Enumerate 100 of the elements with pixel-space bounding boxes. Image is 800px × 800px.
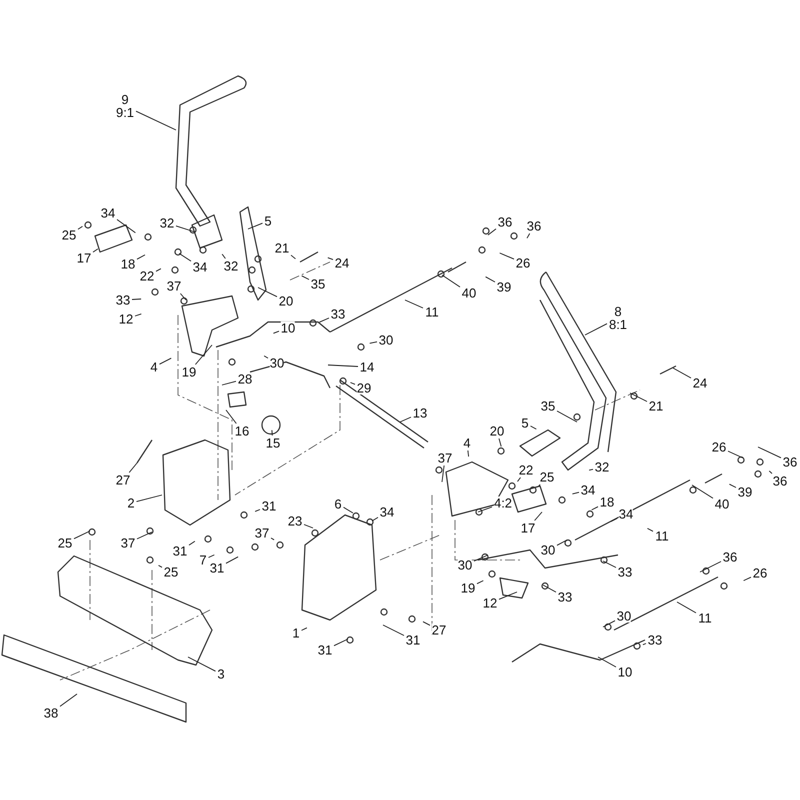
- callout-number: 32: [160, 216, 174, 230]
- leader-line: [222, 254, 226, 259]
- callout-number: 5: [521, 416, 529, 430]
- callout-number: 7: [199, 554, 207, 566]
- callout-number: 34: [580, 484, 596, 496]
- callout-number: 36: [526, 220, 542, 232]
- leader-line: [743, 576, 752, 582]
- callout-number: 35: [540, 400, 556, 412]
- leader-line: [474, 554, 488, 562]
- callout-number: 37: [120, 536, 136, 550]
- callout-number: 10: [618, 666, 632, 678]
- leader-line: [258, 287, 278, 298]
- callout-number: 1: [292, 626, 300, 640]
- callout-number: 14: [360, 360, 374, 374]
- leader-line: [758, 446, 782, 458]
- leader-line: [768, 470, 772, 474]
- callout-number: 8 8:1: [608, 305, 628, 331]
- callout-number: 38: [44, 706, 58, 720]
- leader-line: [178, 252, 192, 262]
- leader-line: [176, 225, 196, 232]
- callout-number: 37: [166, 280, 182, 292]
- leader-line: [400, 416, 412, 422]
- leader-line: [646, 528, 654, 532]
- leader-line: [301, 627, 308, 631]
- leader-line: [692, 484, 714, 499]
- callout-number: 28: [238, 372, 252, 386]
- callout-number: 15: [266, 436, 280, 450]
- callout-number: 30: [458, 558, 472, 572]
- callout-number: 17: [76, 252, 92, 264]
- leader-line: [442, 465, 445, 482]
- leader-line: [290, 254, 296, 260]
- leader-line: [334, 638, 348, 646]
- leader-line: [226, 556, 239, 564]
- callout-number: 18: [120, 258, 136, 270]
- leader-line: [728, 484, 736, 488]
- leader-line: [588, 468, 594, 471]
- leader-line: [156, 268, 162, 272]
- callout-number: 40: [714, 498, 730, 510]
- leader-line: [60, 694, 78, 707]
- leader-line: [248, 222, 263, 230]
- callout-number: 24: [334, 256, 350, 270]
- leader-line: [476, 580, 484, 584]
- callout-number: 32: [224, 260, 238, 272]
- leader-line: [610, 518, 618, 522]
- callout-number: 33: [618, 566, 632, 578]
- leader-line: [304, 524, 314, 528]
- callout-number: 4:2: [494, 496, 512, 510]
- leader-line: [271, 430, 273, 436]
- callout-number: 3: [217, 668, 225, 680]
- callout-number: 31: [318, 644, 332, 656]
- callout-number: 31: [406, 634, 420, 646]
- callout-number: 31: [172, 544, 188, 558]
- callout-number: 21: [274, 242, 290, 254]
- callout-number: 25: [62, 228, 76, 242]
- callout-number: 5: [264, 214, 272, 228]
- leader-line: [534, 512, 542, 521]
- callout-number: 34: [100, 206, 116, 220]
- leader-line: [572, 492, 580, 494]
- leader-line: [591, 506, 598, 510]
- callout-number: 19: [182, 366, 196, 378]
- leader-line: [78, 226, 83, 230]
- leader-line: [208, 554, 215, 558]
- callout-number: 4: [150, 360, 158, 374]
- leader-line: [128, 462, 138, 473]
- callout-number: 34: [618, 508, 634, 520]
- callout-number: 6: [334, 498, 342, 510]
- leader-line: [136, 110, 176, 130]
- callout-number: 9 9:1: [116, 93, 134, 119]
- leader-line: [350, 382, 356, 385]
- leader-line: [158, 564, 162, 568]
- callout-number: 25: [164, 566, 178, 578]
- leader-line: [188, 540, 196, 546]
- leader-line: [134, 313, 142, 316]
- leader-line: [556, 540, 568, 546]
- callout-number: 22: [518, 464, 534, 476]
- callout-number: 13: [412, 406, 428, 420]
- leader-line: [676, 602, 696, 614]
- leader-line: [488, 228, 496, 236]
- leader-line: [74, 530, 90, 540]
- leader-line: [159, 358, 172, 365]
- leader-line: [642, 643, 646, 646]
- callout-number: 20: [490, 424, 504, 438]
- leader-line: [194, 344, 212, 365]
- leader-line: [136, 254, 146, 260]
- callout-number: 37: [254, 526, 270, 540]
- callout-number: 17: [520, 522, 536, 534]
- leader-line: [467, 450, 470, 458]
- callout-number: 31: [210, 562, 224, 574]
- leader-line: [372, 516, 378, 522]
- callout-number: 26: [712, 440, 726, 454]
- leader-line: [92, 248, 98, 253]
- leader-line: [116, 219, 136, 234]
- callout-number: 4: [463, 436, 471, 450]
- leader-line: [598, 656, 616, 668]
- callout-number: 11: [425, 306, 439, 318]
- callout-number: 36: [498, 216, 512, 228]
- leader-line: [700, 561, 722, 572]
- callout-number: 33: [330, 308, 346, 320]
- leader-line: [498, 592, 518, 600]
- leader-line: [422, 621, 430, 626]
